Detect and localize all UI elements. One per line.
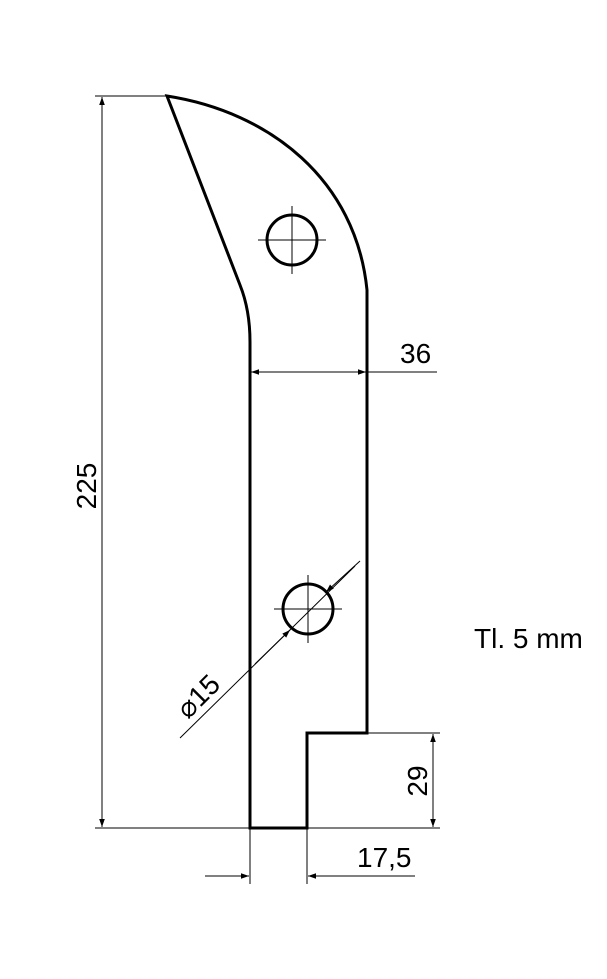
svg-text:⌀15: ⌀15: [170, 668, 226, 724]
height-dimension-label: 225: [71, 463, 102, 510]
thickness-note: Tl. 5 mm: [474, 623, 583, 654]
diameter-dimension-label: ⌀15: [170, 668, 226, 724]
diameter-arrow-lower: [254, 629, 291, 665]
width-dimension-label: 36: [400, 338, 431, 369]
notch-height-dimension-label: 29: [402, 765, 433, 796]
diameter-arrow-upper: [325, 560, 361, 593]
part-outline: [164, 94, 369, 830]
notch-width-dimension-label: 17,5: [357, 842, 412, 873]
